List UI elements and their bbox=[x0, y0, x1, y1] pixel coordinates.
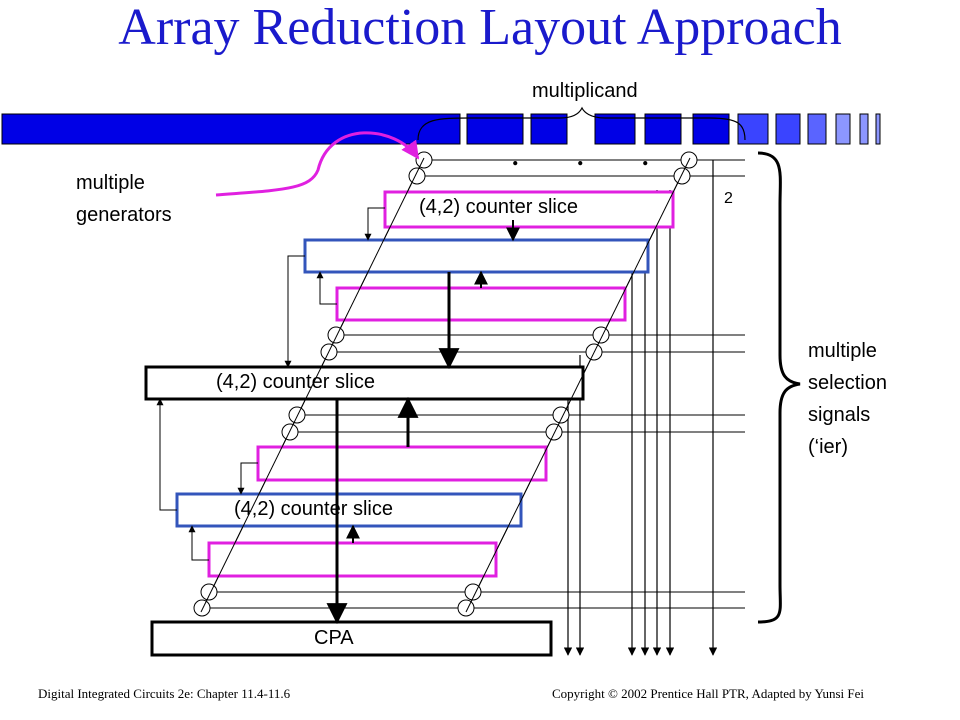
cpa-label: CPA bbox=[314, 627, 354, 649]
cpa-block bbox=[150, 620, 553, 657]
generators-label-line1: multiple bbox=[76, 172, 145, 194]
selection-label-line2: selection bbox=[808, 372, 887, 394]
footer-right: Copyright © 2002 Prentice Hall PTR, Adap… bbox=[552, 686, 864, 701]
footer-left: Digital Integrated Circuits 2e: Chapter … bbox=[38, 686, 291, 701]
counter-slice-magenta-3 bbox=[256, 445, 548, 482]
selection-brace bbox=[757, 151, 801, 624]
generators-pointer bbox=[215, 131, 420, 197]
slice-arrows bbox=[156, 207, 520, 625]
counter-slice-mid bbox=[144, 365, 585, 401]
bus-width-label: 2 bbox=[724, 190, 733, 207]
ellipsis: . . . bbox=[512, 142, 675, 171]
counter-slice-top bbox=[383, 190, 675, 229]
slide-title: Array Reduction Layout Approach bbox=[118, 0, 842, 56]
counter-slice-blue-label: (4,2) counter slice bbox=[234, 498, 393, 520]
mux-circles bbox=[193, 151, 698, 617]
counter-slice-blue-1 bbox=[303, 238, 650, 274]
multiplicand-label: multiplicand bbox=[532, 80, 638, 102]
counter-slice-top-label: (4,2) counter slice bbox=[419, 196, 578, 218]
multiplicand-bus bbox=[1, 113, 881, 145]
counter-slice-magenta-4 bbox=[207, 541, 498, 578]
counter-slice-magenta-2 bbox=[335, 286, 627, 322]
selection-label-line4: (‘ier) bbox=[808, 436, 848, 458]
multiplicand-brace bbox=[417, 106, 746, 141]
generators-label-line2: generators bbox=[76, 204, 172, 226]
output-wires bbox=[563, 160, 718, 656]
selection-label-line1: multiple bbox=[808, 340, 877, 362]
diagonal-overlay bbox=[200, 157, 691, 613]
selection-label-line3: signals bbox=[808, 404, 871, 426]
counter-slice-mid-label: (4,2) counter slice bbox=[216, 371, 375, 393]
